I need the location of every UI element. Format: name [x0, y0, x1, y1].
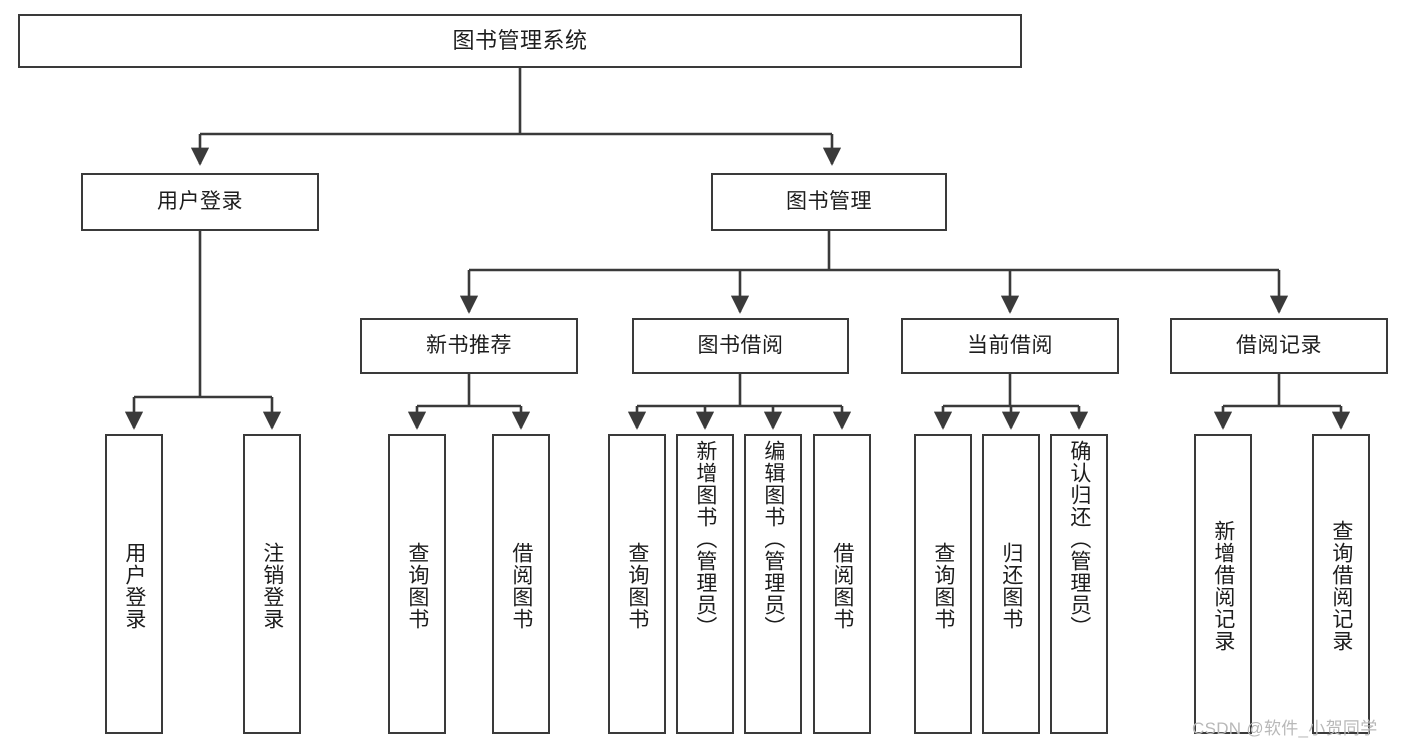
- leaf-label: 借阅图书: [830, 542, 854, 630]
- leaf-logout[interactable]: 注销登录: [243, 434, 301, 734]
- node-label: 借阅记录: [1236, 333, 1322, 357]
- node-borrow-record[interactable]: 借阅记录: [1170, 318, 1388, 374]
- leaf-user-login[interactable]: 用户登录: [105, 434, 163, 734]
- leaf-query-book-recommend[interactable]: 查询图书: [388, 434, 446, 734]
- leaf-add-book-admin[interactable]: 新增图书（管理员）: [676, 434, 734, 734]
- leaf-label: 新增图书（管理员）: [693, 440, 717, 638]
- leaf-label: 用户登录: [122, 542, 146, 630]
- leaf-label: 借阅图书: [509, 542, 533, 630]
- leaf-label: 查询图书: [931, 542, 955, 630]
- leaf-edit-book-admin[interactable]: 编辑图书（管理员）: [744, 434, 802, 734]
- node-label: 图书管理系统: [452, 28, 588, 54]
- watermark-text: CSDN @软件_小贺同学: [1192, 719, 1378, 738]
- node-label: 图书管理: [786, 189, 872, 213]
- node-label: 用户登录: [157, 189, 243, 213]
- node-label: 图书借阅: [697, 333, 784, 357]
- leaf-query-book-borrow[interactable]: 查询图书: [608, 434, 666, 734]
- node-book-management[interactable]: 图书管理: [711, 173, 947, 231]
- leaf-label: 编辑图书（管理员）: [761, 440, 785, 638]
- leaf-label: 注销登录: [260, 542, 284, 630]
- node-label: 当前借阅: [967, 333, 1053, 357]
- leaf-label: 查询图书: [625, 542, 649, 630]
- leaf-label: 归还图书: [999, 542, 1023, 630]
- node-book-borrow[interactable]: 图书借阅: [632, 318, 849, 374]
- node-user-login[interactable]: 用户登录: [81, 173, 319, 231]
- node-root-system[interactable]: 图书管理系统: [18, 14, 1022, 68]
- leaf-query-borrow-record[interactable]: 查询借阅记录: [1312, 434, 1370, 734]
- node-current-borrow[interactable]: 当前借阅: [901, 318, 1119, 374]
- leaf-return-book[interactable]: 归还图书: [982, 434, 1040, 734]
- leaf-confirm-return-admin[interactable]: 确认归还（管理员）: [1050, 434, 1108, 734]
- leaf-add-borrow-record[interactable]: 新增借阅记录: [1194, 434, 1252, 734]
- leaf-label: 新增借阅记录: [1211, 520, 1235, 652]
- node-new-book-recommend[interactable]: 新书推荐: [360, 318, 578, 374]
- leaf-label: 确认归还（管理员）: [1067, 440, 1091, 638]
- node-label: 新书推荐: [426, 333, 512, 357]
- leaf-label: 查询图书: [405, 542, 429, 630]
- leaf-borrow-book-recommend[interactable]: 借阅图书: [492, 434, 550, 734]
- leaf-label: 查询借阅记录: [1329, 520, 1353, 652]
- leaf-borrow-book[interactable]: 借阅图书: [813, 434, 871, 734]
- leaf-query-book-current[interactable]: 查询图书: [914, 434, 972, 734]
